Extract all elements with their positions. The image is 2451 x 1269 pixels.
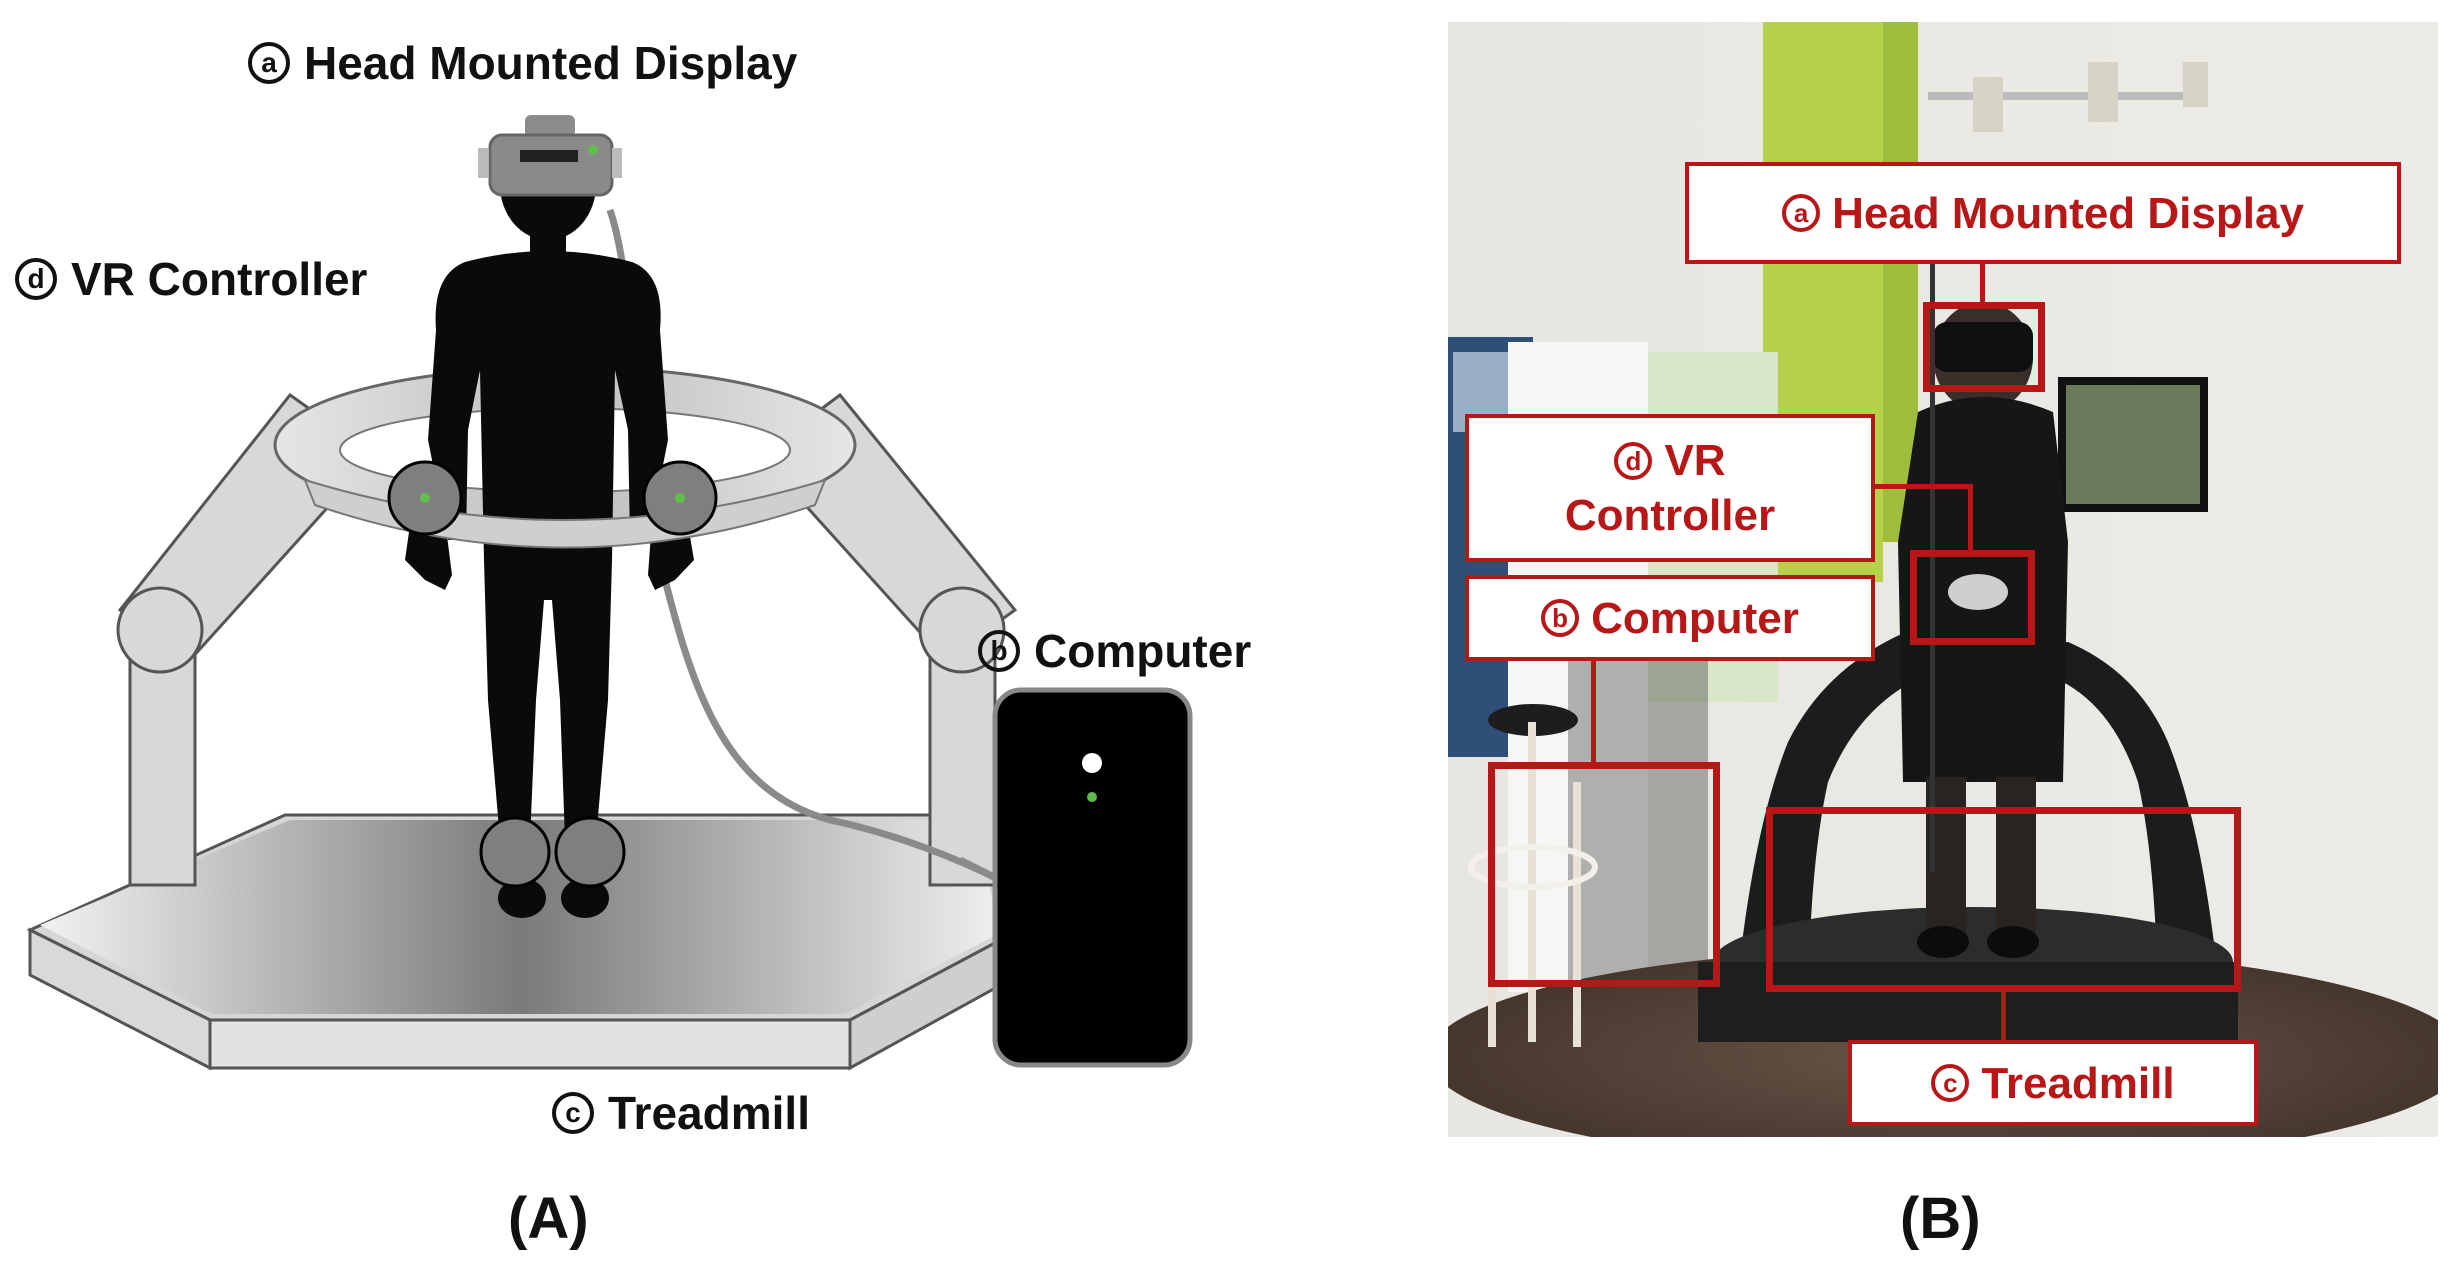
hmd-device xyxy=(478,115,622,197)
highlight-box-computer xyxy=(1488,762,1720,987)
marker-c-red-icon: c xyxy=(1931,1064,1970,1102)
marker-d-icon: d xyxy=(15,258,57,300)
label-controller-b-line2: Controller xyxy=(1564,491,1776,540)
marker-d-red-icon: d xyxy=(1614,441,1653,480)
highlight-box-controller xyxy=(1910,550,2035,645)
panel-b-photo: a Head Mounted Display d VR Controller b… xyxy=(1448,22,2438,1137)
label-computer-b: b Computer xyxy=(1465,575,1875,661)
label-treadmill-a: c Treadmill xyxy=(552,1086,810,1140)
highlight-box-treadmill xyxy=(1766,807,2241,992)
label-hmd-a: a Head Mounted Display xyxy=(248,36,797,90)
highlight-box-hmd xyxy=(1923,302,2045,392)
marker-b-icon: b xyxy=(978,630,1020,672)
label-hmd-text: Head Mounted Display xyxy=(304,37,798,89)
connector-controller-v xyxy=(1968,484,1973,552)
marker-b-red-icon: b xyxy=(1541,599,1580,637)
computer-tower xyxy=(992,687,1193,1068)
label-controller-text: VR Controller xyxy=(71,253,368,305)
label-treadmill-text: Treadmill xyxy=(608,1087,810,1139)
marker-c-icon: c xyxy=(552,1092,594,1134)
label-treadmill-b: c Treadmill xyxy=(1848,1040,2258,1126)
label-computer-text: Computer xyxy=(1034,625,1252,677)
label-controller-b-line1: VR xyxy=(1664,436,1726,485)
label-computer-b-text: Computer xyxy=(1591,593,1799,643)
label-treadmill-b-text: Treadmill xyxy=(1981,1058,2175,1108)
marker-a-icon: a xyxy=(248,42,290,84)
connector-computer xyxy=(1591,659,1596,764)
caption-a: (A) xyxy=(508,1186,589,1251)
caption-b: (B) xyxy=(1900,1186,1981,1251)
label-hmd-b-text: Head Mounted Display xyxy=(1832,188,2304,238)
connector-controller-h xyxy=(1873,484,1973,489)
ankle-trackers xyxy=(479,816,626,888)
label-controller-a: d VR Controller xyxy=(15,252,367,306)
connector-treadmill xyxy=(2001,990,2006,1042)
panel-a-illustration xyxy=(26,115,1193,1071)
wrist-trackers xyxy=(387,460,718,536)
label-hmd-b: a Head Mounted Display xyxy=(1685,162,2401,264)
label-controller-b: d VR Controller xyxy=(1465,414,1875,562)
connector-hmd xyxy=(1980,262,1985,304)
marker-a-red-icon: a xyxy=(1782,194,1821,232)
label-computer-a: b Computer xyxy=(978,624,1251,678)
